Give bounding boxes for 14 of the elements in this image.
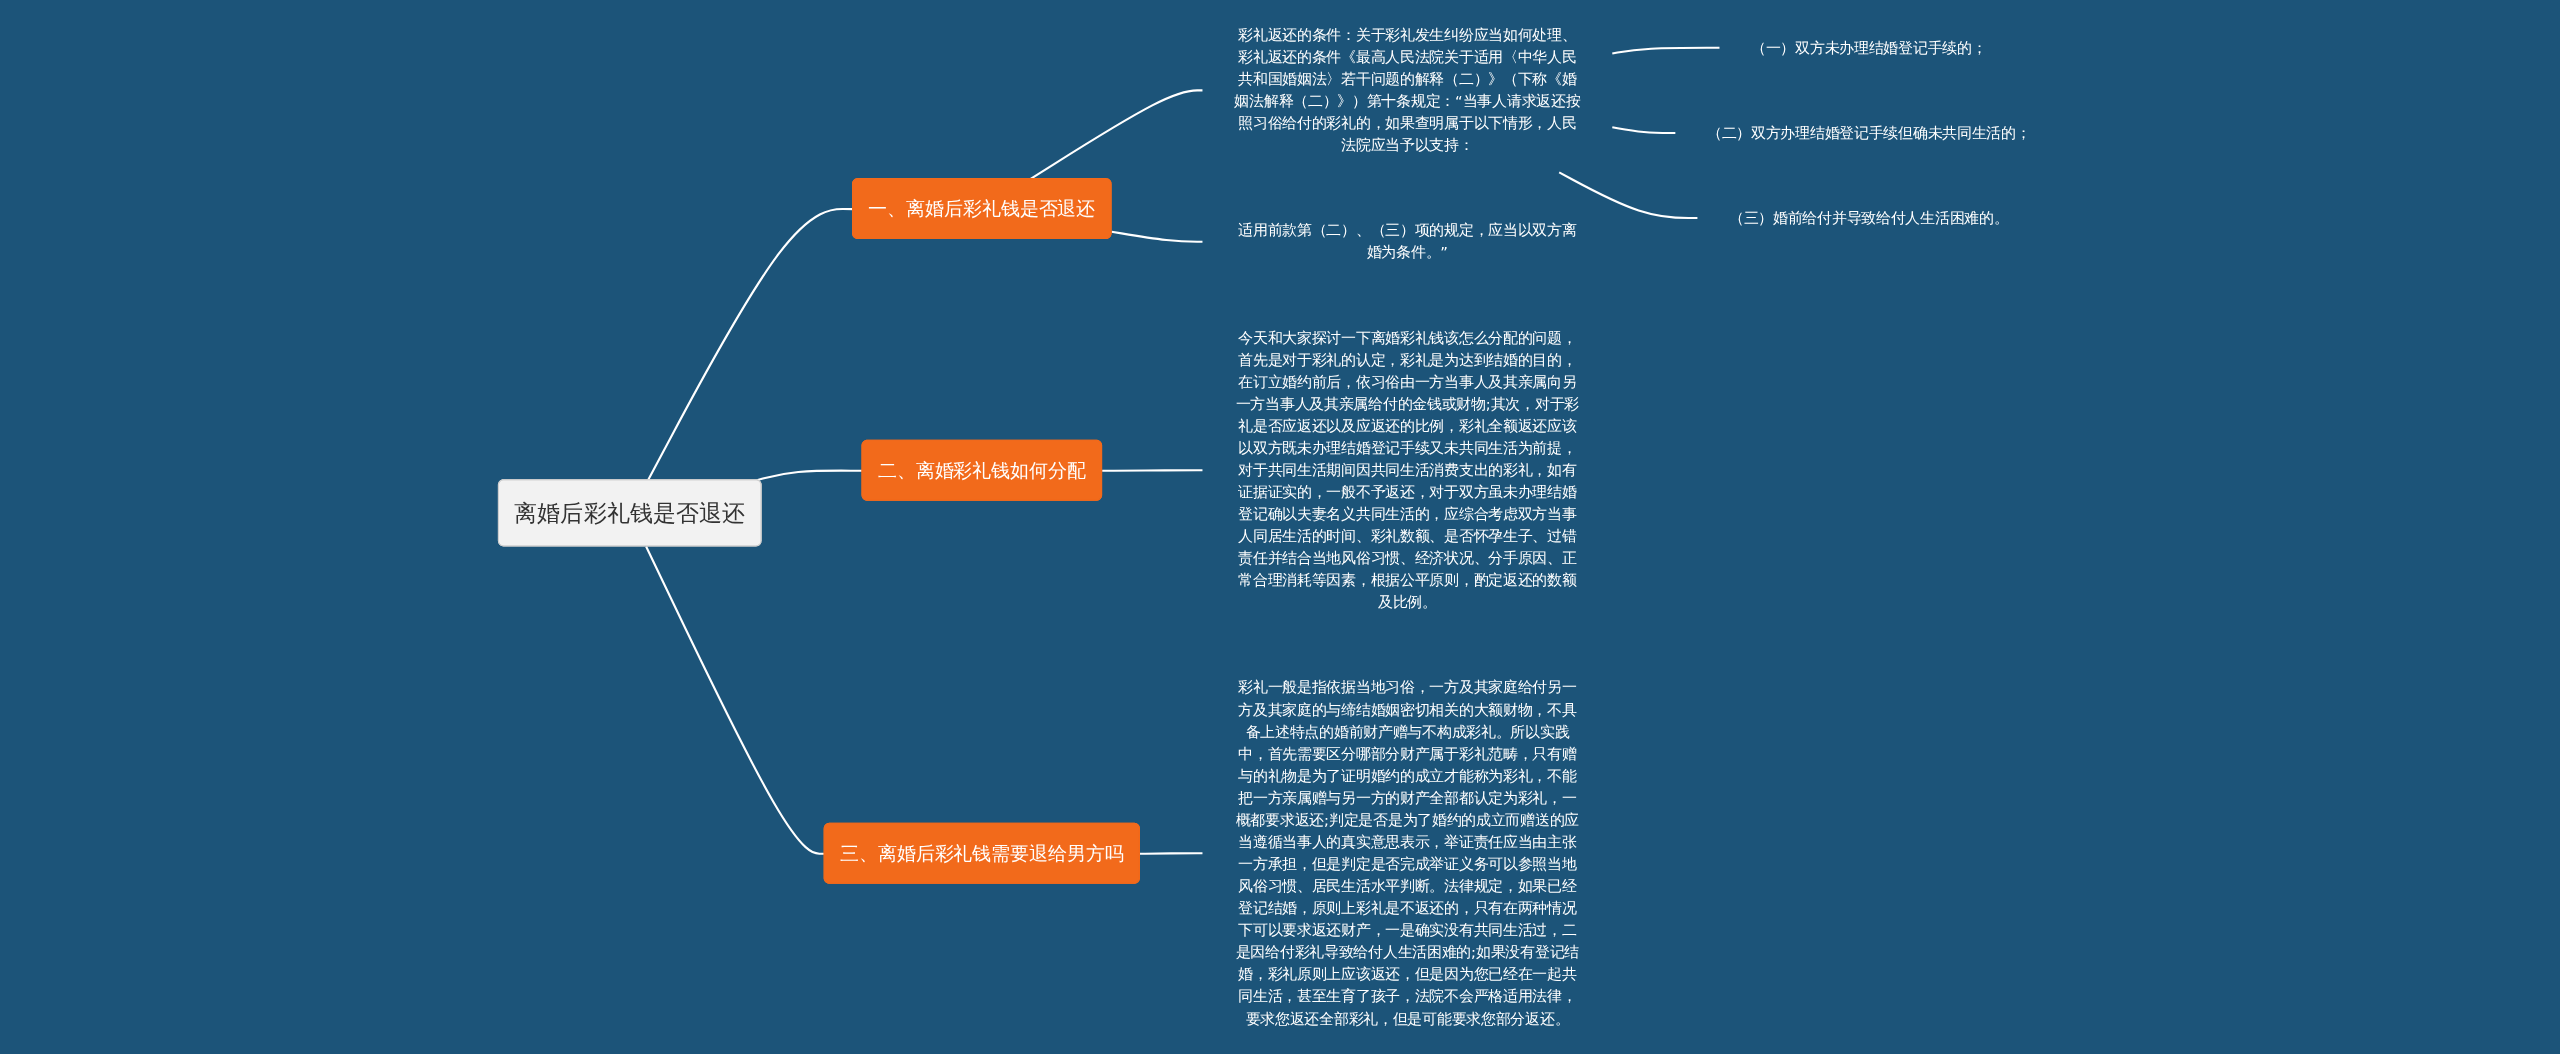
connector [1139, 852, 1203, 855]
node-text: 适用前款第（二）、（三）项的规定，应当以双方离婚为条件。” [1237, 221, 1577, 261]
connector [1611, 126, 1676, 134]
node-text: 今天和大家探讨一下离婚彩礼钱该怎么分配的问题，首先是对于彩礼的认定，彩礼是为达到结婚的目的，在订立婚约前后，依习俗由一方当事人及其亲属向另一方当事人及其亲属给付的金钱或财物;其次，对于彩礼是否应返还以及应返还的比例，彩礼全额返还应该以双方既未办理结婚登记手续又未共同生活为前提，对于共同生活期间因共同生活消费支出的彩礼，如有证据证实的，一般不予返还，对于双方虽未办理结婚登记确以夫妻名义共同生活的，应综合考虑双方当事人同居生活的时间、彩礼数额、是否怀孕生子、过错责任并结合当地风俗习惯、经济状况、分手原因、正常合理消耗等因素，根据公平原则，酌定返还的数额及比例。 [1235, 328, 1579, 611]
connector [1101, 469, 1203, 472]
node-text: （三）婚前给付并导致给付人生活困难的。 [1728, 209, 2009, 226]
node-text: 彩礼一般是指依据当地习俗，一方及其家庭给付另一方及其家庭的与缔结婚姻密切相关的大额财物，不具备上述特点的婚前财产赠与不构成彩礼。所以实践中，首先需要区分哪部分财产属于彩礼范畴，只有赠与的礼物是为了证明婚约的成立才能称为彩礼，不能把一方亲属赠与另一方的财产全部都认定为彩礼，一概都要求返还;判定是否是为了婚约的成立而赠送的应当遵循当事人的真实意思表示，举证责任应当由主张一方承担，但是判定是否完成举证义务可以参照当地风俗习惯、居民生活水平判断。法律规定，如果已经登记结婚，原则上彩礼是不返还的，只有在两种情况下可以要求返还财产，一是确实没有共同生活过，二是因给付彩礼导致给付人生活困难的;如果没有登记结婚，彩礼原则上应该返还，但是因为您已经在一起共同生活，甚至生育了孩子，法院不会严格适用法律，要求您返还全部彩礼，但是可能要求您部分返还。 [1235, 678, 1579, 1027]
node-text: 彩礼返还的条件：关于彩礼发生纠纷应当如何处理、彩礼返还的条件《最高人民法院关于适用〈中华人民共和国婚姻法〉若干问题的解释（二）》（下称《婚姻法解释（二）》）第十条规定：“当事人请求返还按照习俗给付的彩礼的，如果查明属于以下情形，人民法院应当予以支持： [1234, 26, 1581, 154]
connector [646, 208, 853, 481]
connector [1558, 171, 1698, 220]
connector [1611, 46, 1720, 55]
node-text: （二）双方办理结婚登记手续但确未共同生活的； [1706, 124, 2031, 141]
connector [1111, 230, 1203, 243]
node-text: （一）双方未办理结婚登记手续的； [1750, 38, 1987, 56]
